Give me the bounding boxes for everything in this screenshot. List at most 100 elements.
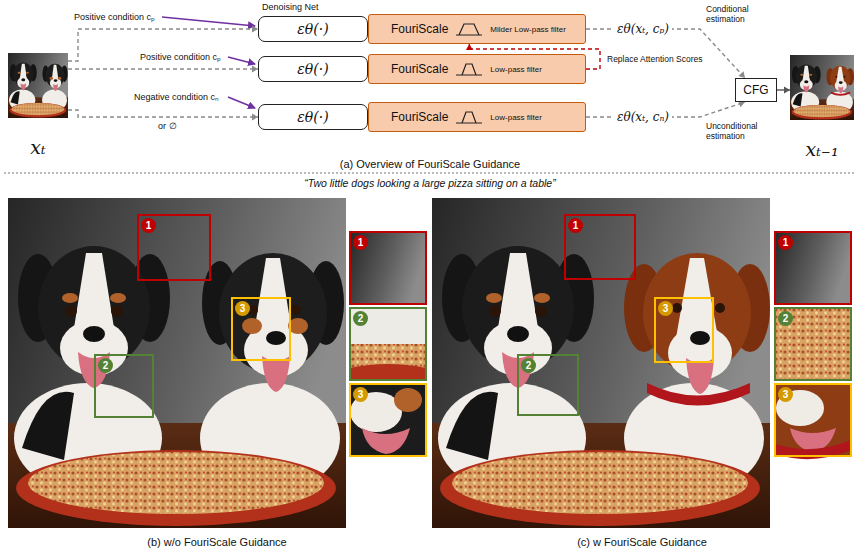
zoom-frame	[350, 232, 426, 304]
crop-image	[362, 428, 410, 454]
crop-image	[350, 308, 426, 344]
cfg-box: CFG	[735, 78, 777, 102]
crop-image	[350, 344, 426, 380]
filter-axis	[456, 123, 482, 124]
callout-number: 3	[658, 301, 673, 316]
arrowhead	[784, 87, 790, 94]
zoom-frame	[95, 355, 153, 417]
callout-number: 2	[353, 311, 368, 326]
connector-line	[586, 29, 745, 78]
crop-image	[775, 232, 851, 304]
image-node: xₜ₋₁	[790, 55, 854, 120]
condition-label: Positive condition cₚ	[140, 50, 221, 63]
callout-number: 3	[353, 387, 368, 402]
node-text: εθ(·)	[297, 109, 328, 125]
result-image	[8, 198, 346, 528]
connector-label: Replace Attention Scores	[604, 54, 705, 64]
callout-number: 1	[568, 218, 583, 233]
output-thumbnail	[790, 55, 854, 120]
condition-label: or ∅	[158, 121, 177, 131]
input-thumbnail	[8, 53, 68, 118]
estimation-label: Unconditional estimation	[706, 121, 768, 141]
connector-label: εθ(xₜ, cₙ)	[614, 110, 672, 124]
crop-image	[350, 232, 426, 304]
node-text: εθ(·)	[297, 61, 328, 77]
arrowhead	[466, 44, 473, 50]
filter-icon	[456, 61, 482, 77]
filter-axis	[456, 75, 482, 76]
callout-number: 3	[235, 301, 250, 316]
subfigure-caption: (b) w/o FouriScale Guidance	[8, 536, 426, 548]
node-text: εθ(·)	[297, 21, 328, 37]
connector	[68, 110, 258, 121]
annotation: Denoising Net	[262, 2, 319, 12]
connector-line	[68, 68, 258, 69]
zoom-frame	[138, 215, 210, 280]
subfigure-caption: (c) w FouriScale Guidance	[432, 536, 852, 548]
image-label: xₜ	[0, 136, 82, 158]
crop-image	[350, 232, 851, 459]
connector-line	[68, 110, 258, 117]
condition-label: Positive condition cₚ	[74, 10, 155, 23]
callout-number: 2	[521, 358, 536, 373]
filter-axis	[456, 35, 482, 36]
connector-label: εθ(xₜ, cₚ)	[614, 22, 672, 36]
callout-number: 1	[778, 235, 793, 250]
zoom-frame	[775, 232, 851, 304]
zoom-frame	[350, 308, 426, 380]
output-thumbnail	[790, 55, 854, 120]
denoising-box: εθ(·)	[258, 104, 368, 130]
filter-icon	[456, 21, 482, 37]
fouriscale-box: FouriScale Low-pass filter	[368, 54, 586, 84]
result-image	[432, 198, 770, 528]
denoising-box: εθ(·)	[258, 16, 368, 42]
prompt-text: “Two little dogs looking a large pizza s…	[0, 177, 860, 189]
callout-number: 1	[141, 218, 156, 233]
callout-number: 2	[98, 358, 113, 373]
zoom-frame	[95, 215, 851, 456]
zoom-frame	[565, 215, 635, 279]
connector	[68, 66, 258, 73]
condition-label: Negative condition cₙ	[134, 90, 219, 103]
zoom-frame	[232, 298, 290, 360]
filter-icon	[456, 109, 482, 125]
connector	[586, 29, 745, 78]
zoom-frame	[775, 308, 851, 380]
zoom-frame	[350, 384, 426, 456]
fouriscale-box: FouriScale Low-pass filter	[368, 102, 586, 132]
separator	[4, 173, 856, 174]
estimation-label: Conditional estimation	[706, 4, 768, 24]
callout-number: 1	[353, 235, 368, 250]
filter-label: Low-pass filter	[490, 65, 542, 74]
connector	[777, 87, 790, 94]
node-text: CFG	[743, 83, 768, 97]
filter-shape	[462, 64, 476, 75]
crop-image	[350, 364, 426, 380]
zoom-frame	[775, 384, 851, 456]
result-image	[432, 198, 770, 528]
denoising-box: εθ(·)	[258, 56, 368, 82]
condition-arrow	[162, 17, 255, 26]
filter-label: Milder Low-pass filter	[490, 25, 566, 34]
condition-arrow	[228, 57, 255, 64]
arrowhead	[738, 71, 745, 78]
module-name: FouriScale	[391, 110, 448, 124]
image-label: xₜ₋₁	[776, 138, 860, 160]
callout-number: 2	[778, 311, 793, 326]
module-name: FouriScale	[391, 62, 448, 76]
filter-label: Low-pass filter	[490, 113, 542, 122]
filter-shape	[462, 112, 476, 123]
crop-image	[350, 384, 426, 456]
result-image	[8, 198, 346, 528]
zoom-frame	[655, 298, 713, 362]
filter-shape	[459, 24, 479, 35]
input-thumbnail	[8, 53, 68, 118]
fouriscale-box: FouriScale Milder Low-pass filter	[368, 14, 586, 44]
condition-arrow	[228, 97, 255, 108]
module-name: FouriScale	[391, 22, 448, 36]
callout-number: 3	[778, 387, 793, 402]
crop-image	[394, 388, 422, 412]
crop-image	[775, 308, 851, 380]
zoom-frame	[518, 355, 578, 415]
